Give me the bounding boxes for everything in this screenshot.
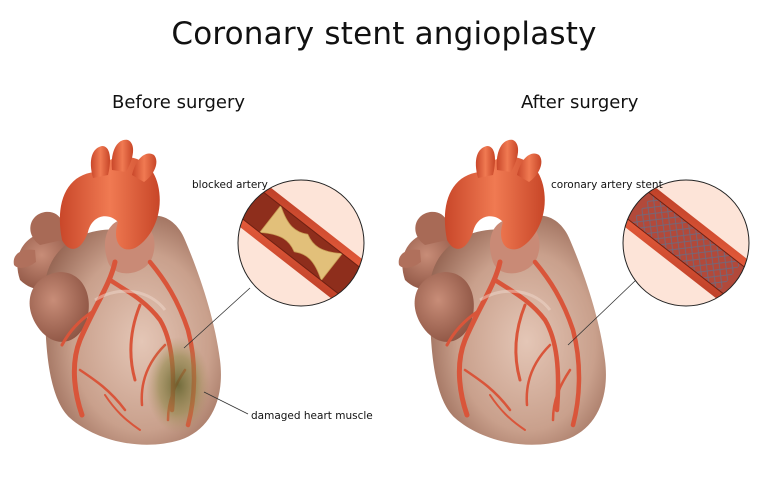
before-heart: [14, 140, 221, 445]
stent-magnifier: [567, 179, 750, 346]
blocked-artery-label: blocked artery: [192, 179, 268, 191]
damaged-muscle-leader: [203, 391, 249, 415]
damaged-heart-muscle-label: damaged heart muscle: [251, 410, 373, 422]
after-surgery-heading: After surgery: [521, 92, 639, 113]
blocked-artery-magnifier: [183, 179, 365, 349]
stent-mesh: [631, 195, 741, 291]
diagram-title: Coronary stent angioplasty: [171, 16, 597, 52]
damaged-muscle-area: [146, 337, 210, 433]
coronary-artery-stent-label: coronary artery stent: [551, 179, 663, 191]
before-surgery-heading: Before surgery: [112, 92, 245, 113]
